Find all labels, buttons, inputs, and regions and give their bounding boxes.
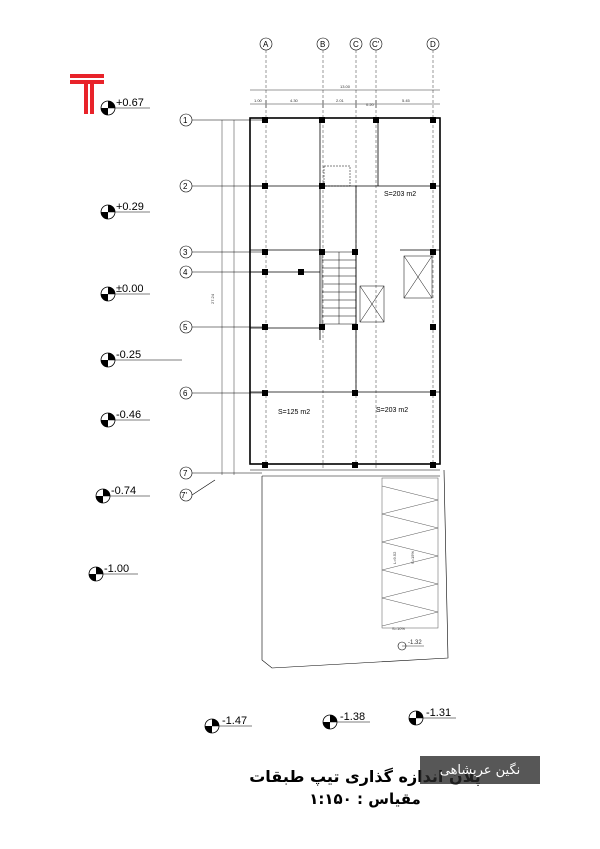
area-label: S=125 m2 [278,409,310,416]
level-symbol-icon [100,100,150,116]
title-line-2: مقیاس : ۱:۱۵۰ [309,790,421,808]
dim-text: 5.45 [402,98,411,103]
level-symbol-icon [100,412,150,428]
dim-text: 13.00 [340,84,351,89]
grid-row-labels: 1 2 3 4 5 6 7 7' [181,116,188,500]
level-label: +0.67 [116,97,144,109]
level-label: -1.38 [340,711,365,723]
level-label: -1.31 [426,707,451,719]
site-boundary [261,469,449,669]
dim-text: 2.01 [336,98,345,103]
overall-depth-dim: 27.24 [210,293,215,304]
level-label: -1.32 [408,640,422,646]
level-symbol-icon [204,718,252,734]
level-labels: +0.67 +0.29 ±0.00 -0.25 -0.46 -0.74 -1.0… [104,97,451,727]
left-dimensions [221,120,235,475]
top-dimensions [250,89,440,108]
grid-col-label: D [430,40,436,49]
grid-row-label: 6 [183,389,188,398]
level-symbol-icon [100,286,150,302]
level-markers [88,100,456,734]
dim-text: 4.30 [290,98,299,103]
grid-row-label: 7' [181,491,187,500]
grid-col-label: C' [372,40,380,49]
grid-row-label: 3 [183,248,188,257]
logo-icon [70,74,104,114]
grid-row-label: 4 [183,268,188,277]
watermark: نگین عربشاهی [420,756,540,784]
grid-col-label: B [320,40,325,49]
level-label: +0.29 [116,201,144,213]
grid-column-labels: A B C C' D [263,40,436,49]
elevator-shaft [323,165,433,323]
level-label: -0.46 [116,409,141,421]
stair-core [321,251,357,325]
level-symbol-icon [322,714,370,730]
level-label: -0.25 [116,349,141,361]
top-dimension-texts: 13.00 1.00 4.30 2.01 0.20 5.45 [254,84,411,107]
level-label: -1.00 [104,563,129,575]
ramp-length: L=9.52 [392,551,397,564]
level-symbol-icon [95,488,150,504]
grid-col-label: C [353,40,359,49]
area-label: S=203 m2 [384,191,416,198]
ramp-slope-end: S=10% [392,626,405,631]
grid-row-label: 7 [183,469,188,478]
grid-column-markers [259,37,440,470]
building-walls [249,117,441,471]
dim-text: 1.00 [254,98,263,103]
level-label: -1.47 [222,715,247,727]
level-symbol-icon [100,352,182,368]
level-label: ±0.00 [116,283,143,295]
ramp-slope: S=15% [410,551,415,564]
area-label: S=203 m2 [376,407,408,414]
grid-row-label: 2 [183,182,188,191]
level-symbol-icon [88,566,138,582]
grid-col-label: A [263,40,269,49]
structural-columns [262,117,436,468]
grid-row-label: 1 [183,116,188,125]
level-label: -0.74 [111,485,136,497]
level-symbol-icon [408,710,456,726]
ramp [381,477,439,629]
dim-text: 0.20 [366,102,375,107]
level-symbol-icon [100,204,150,220]
level-symbol-icon [397,641,424,651]
grid-row-label: 5 [183,323,188,332]
